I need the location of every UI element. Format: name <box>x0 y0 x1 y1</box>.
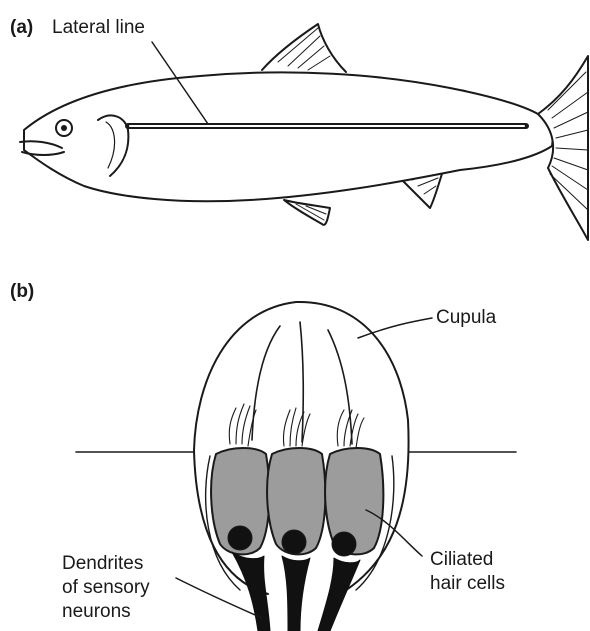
dendrites-label: Dendrites of sensory neurons <box>62 552 150 624</box>
dorsal-fin <box>262 24 346 72</box>
fish-body <box>24 72 552 201</box>
panel-b-letter: (b) <box>10 280 34 304</box>
dendrites <box>232 552 360 631</box>
hair-cells-label-line-2: hair cells <box>430 572 505 596</box>
fish-illustration <box>20 24 588 240</box>
dendrites-label-line-3: neurons <box>62 600 150 624</box>
cupula-label: Cupula <box>436 306 496 330</box>
nucleus-left <box>228 526 252 550</box>
dendrites-label-line-1: Dendrites <box>62 552 150 576</box>
nucleus-middle <box>282 530 306 554</box>
lateral-line-label: Lateral line <box>52 16 145 40</box>
hair-cells-label: Ciliated hair cells <box>430 548 505 596</box>
panel-a-letter: (a) <box>10 16 33 40</box>
hair-cells-label-line-1: Ciliated <box>430 548 505 572</box>
nucleus-right <box>332 532 356 556</box>
dendrites-label-line-2: of sensory <box>62 576 150 600</box>
